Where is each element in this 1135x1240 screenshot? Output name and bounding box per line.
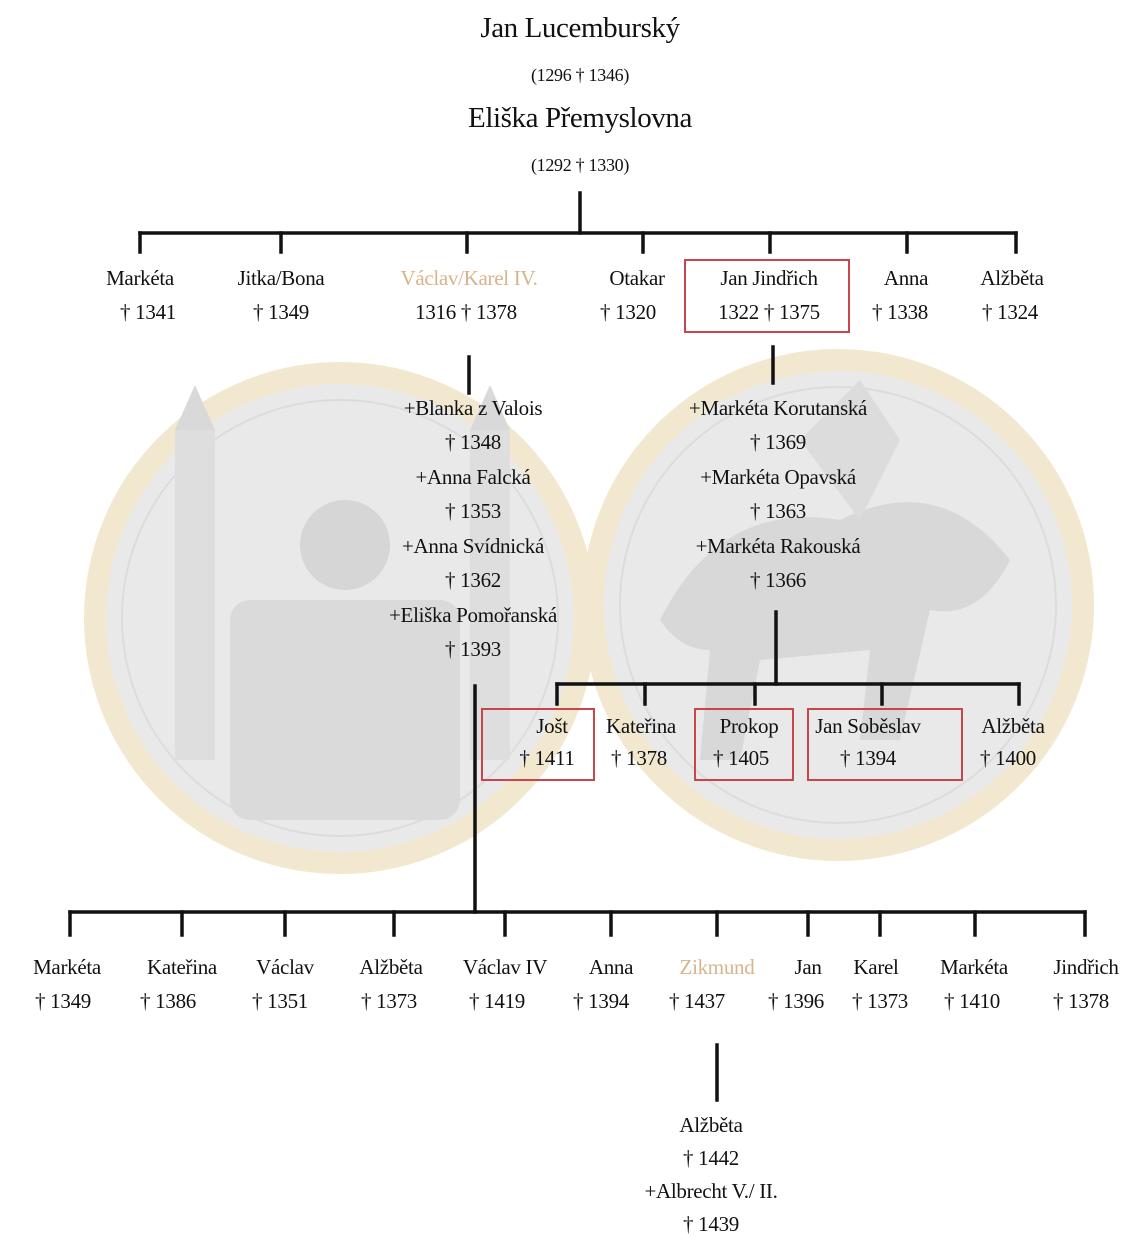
zikmund-child-line: † 1439 <box>683 1212 739 1236</box>
root-mother-dates: (1292 † 1330) <box>530 155 630 175</box>
karel-child-name: Václav <box>256 955 314 979</box>
jindrich-child-dates: † 1400 <box>980 746 1036 770</box>
karel-child-name: Anna <box>588 955 634 979</box>
jindrich-child-dates: † 1405 <box>713 746 769 770</box>
gen1-name: Otakar <box>609 266 665 290</box>
karel-child-name: Jan <box>794 955 822 979</box>
jindrich-child-dates: † 1394 <box>840 746 896 770</box>
karel-child-name: Václav IV <box>462 955 548 979</box>
jindrich-child-name: Jošt <box>536 714 568 738</box>
highlight-jost <box>481 708 595 781</box>
highlight-jan-jindrich <box>684 259 850 333</box>
karel-child-dates: † 1386 <box>140 989 196 1013</box>
karel-spouse-line: +Anna Falcká <box>415 465 531 489</box>
jindrich-child-dates: † 1378 <box>611 746 667 770</box>
root-father-dates: (1296 † 1346) <box>530 65 630 85</box>
karel-child-dates: † 1373 <box>852 989 908 1013</box>
gen1-dates: † 1324 <box>982 300 1038 324</box>
karel-child-dates: † 1378 <box>1053 989 1109 1013</box>
karel-spouse-line: +Eliška Pomořanská <box>388 603 558 627</box>
gen1-dates: † 1349 <box>253 300 309 324</box>
seal-right <box>582 349 1094 861</box>
jindrich-child-dates: † 1411 <box>519 746 575 770</box>
gen1-name: Jitka/Bona <box>237 266 325 290</box>
gen1-dates: 1316 † 1378 <box>415 300 517 324</box>
jindrich-spouse-line: +Markéta Korutanská <box>688 396 868 420</box>
tree-lines <box>68 191 1087 1102</box>
highlight-jan-sobeslav <box>807 708 963 781</box>
jindrich-spouse-line: † 1366 <box>750 568 806 592</box>
zikmund-child-line: +Albrecht V./ II. <box>644 1179 778 1203</box>
gen1-dates: † 1341 <box>120 300 176 324</box>
gen1-name: Anna <box>883 266 929 290</box>
jindrich-spouse-line: +Markéta Opavská <box>700 465 856 489</box>
gen1-dates: † 1320 <box>600 300 656 324</box>
zikmund-child-line: Alžběta <box>679 1113 743 1137</box>
karel-spouse-line: +Anna Svídnická <box>401 534 545 558</box>
karel-spouse-line: † 1362 <box>445 568 501 592</box>
karel-child-name: Kateřina <box>147 955 217 979</box>
karel-spouse-line: † 1393 <box>445 637 501 661</box>
karel-child-name: Jindřich <box>1053 955 1119 979</box>
karel-child-name: Karel <box>853 955 899 979</box>
gen1-name: Jan Jindřich <box>720 266 818 290</box>
gen1-name: Markéta <box>106 266 174 290</box>
gen1-dates: † 1338 <box>872 300 928 324</box>
karel-child-dates: † 1373 <box>361 989 417 1013</box>
jindrich-child-name: Alžběta <box>981 714 1045 738</box>
karel-child-dates: † 1351 <box>252 989 308 1013</box>
zikmund-child-line: † 1442 <box>683 1146 739 1170</box>
jindrich-child-name: Jan Soběslav <box>815 714 921 738</box>
highlight-prokop <box>694 708 794 781</box>
gen1-dates: 1322 † 1375 <box>718 300 820 324</box>
gen1-name: Václav/Karel IV. <box>400 266 538 290</box>
karel-child-dates: † 1394 <box>573 989 629 1013</box>
root-father-name: Jan Lucemburský <box>480 12 680 44</box>
karel-spouse-line: † 1353 <box>445 499 501 523</box>
jindrich-child-name: Kateřina <box>606 714 676 738</box>
karel-child-name: Markéta <box>940 955 1008 979</box>
karel-child-name: Markéta <box>33 955 101 979</box>
karel-child-dates: † 1396 <box>768 989 824 1013</box>
karel-child-name: Zikmund <box>679 955 755 979</box>
jindrich-spouse-line: † 1369 <box>750 430 806 454</box>
karel-child-dates: † 1437 <box>669 989 725 1013</box>
karel-child-dates: † 1419 <box>469 989 525 1013</box>
karel-child-name: Alžběta <box>359 955 423 979</box>
gen1-name: Alžběta <box>980 266 1044 290</box>
karel-spouse-line: +Blanka z Valois <box>403 396 543 420</box>
jindrich-spouse-line: † 1363 <box>750 499 806 523</box>
karel-child-dates: † 1410 <box>944 989 1000 1013</box>
root-mother-name: Eliška Přemyslovna <box>468 102 692 134</box>
jindrich-child-name: Prokop <box>719 714 779 738</box>
jindrich-spouse-line: +Markéta Rakouská <box>695 534 861 558</box>
karel-child-dates: † 1349 <box>35 989 91 1013</box>
karel-spouse-line: † 1348 <box>445 430 501 454</box>
